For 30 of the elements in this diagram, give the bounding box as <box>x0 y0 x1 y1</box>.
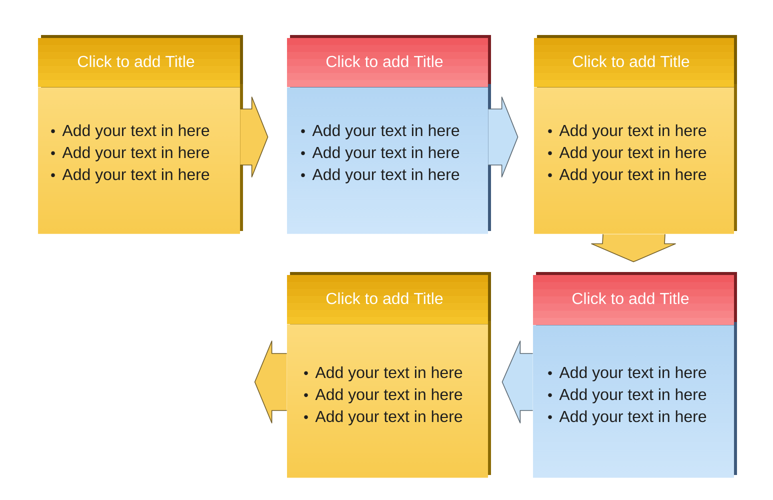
block-arrow <box>488 96 518 178</box>
bullet-text: Add your text in here <box>559 366 706 382</box>
bullet-text: Add your text in here <box>312 124 460 140</box>
card-title: Click to add Title <box>326 55 443 68</box>
bullet-text: Add your text in here <box>315 388 462 404</box>
block-arrow <box>502 340 534 424</box>
bullet-text: Add your text in here <box>559 146 706 162</box>
card-title: Click to add Title <box>78 55 194 68</box>
card-title: Click to add Title <box>326 292 443 304</box>
bullet-text: Add your text in here <box>559 124 706 140</box>
block-arrow <box>254 340 288 424</box>
process-card <box>287 272 491 478</box>
bullet-text: Add your text in here <box>559 410 706 426</box>
block-arrow <box>591 234 676 262</box>
bullet-text: Add your text in here <box>559 388 706 404</box>
process-card <box>533 272 737 478</box>
card-title: Click to add Title <box>572 292 689 304</box>
process-card <box>287 35 491 234</box>
bullet-text: Add your text in here <box>62 124 210 140</box>
process-card <box>38 35 243 234</box>
bullet-text: Add your text in here <box>315 410 462 426</box>
bullet-text: Add your text in here <box>62 146 210 162</box>
bullet-text: Add your text in here <box>312 168 460 184</box>
bullet-text: Add your text in here <box>315 366 462 382</box>
bullet-text: Add your text in here <box>62 168 210 184</box>
card-title: Click to add Title <box>572 55 690 68</box>
process-card <box>534 35 737 234</box>
bullet-text: Add your text in here <box>559 168 706 184</box>
block-arrow <box>240 96 268 178</box>
bullet-text: Add your text in here <box>312 146 460 162</box>
